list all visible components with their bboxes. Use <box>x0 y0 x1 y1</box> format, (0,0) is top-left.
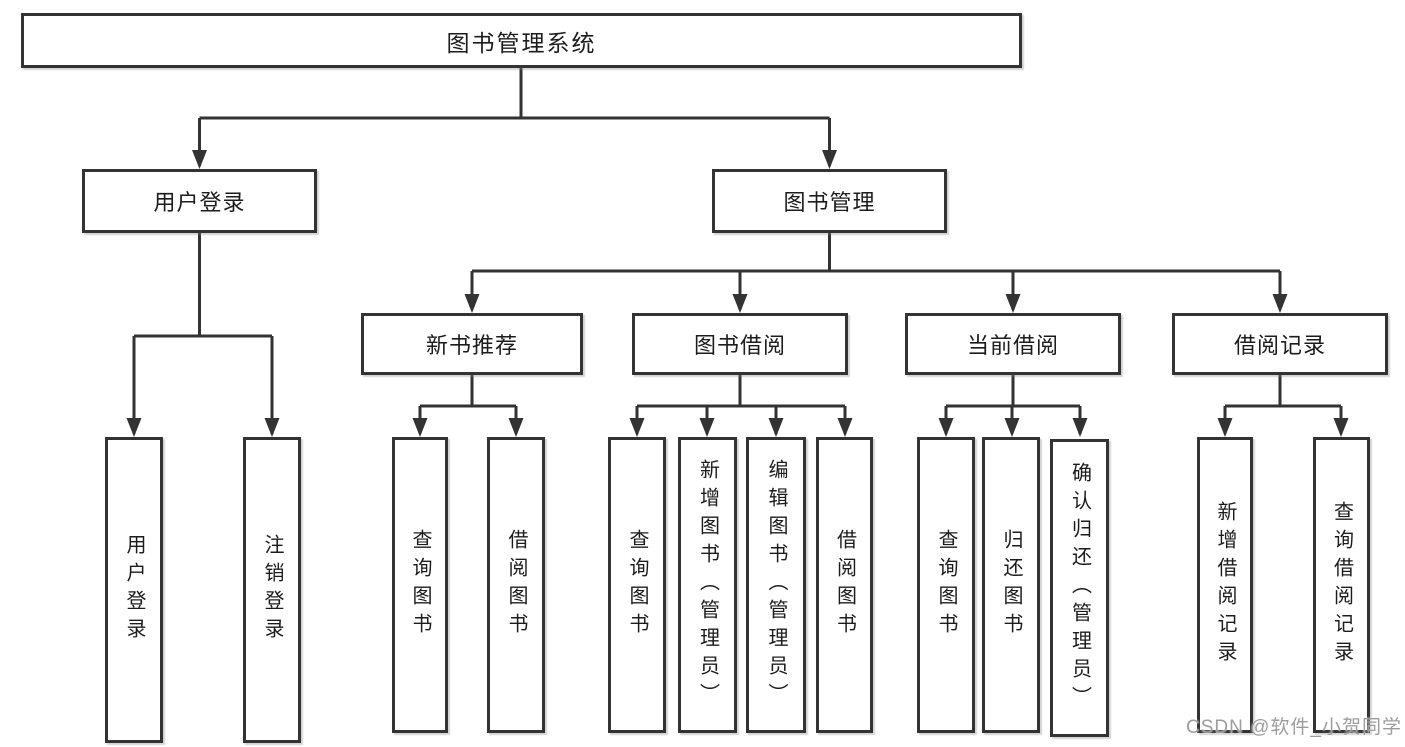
leaf-query-books-borrowing: 查询图书 <box>608 437 666 733</box>
leaf-query-borrow-record-label: 查询借阅记录 <box>1330 501 1353 669</box>
leaf-logout-login: 注销登录 <box>243 437 301 743</box>
leaf-user-login-label: 用户登录 <box>123 534 145 646</box>
node-user-login: 用户登录 <box>82 169 317 233</box>
node-new-book-recommendation-label: 新书推荐 <box>425 333 518 358</box>
node-borrowing-records-label: 借阅记录 <box>1233 333 1326 358</box>
leaf-query-books-recommend-label: 查询图书 <box>409 529 431 641</box>
leaf-borrow-books-recommend: 借阅图书 <box>487 437 545 733</box>
node-book-borrowing: 图书借阅 <box>632 313 848 375</box>
leaf-borrow-books-borrowing-label: 借阅图书 <box>833 529 856 641</box>
leaf-add-book-admin: 新增图书（管理员） <box>678 437 737 733</box>
leaf-add-borrow-record: 新增借阅记录 <box>1197 437 1253 733</box>
leaf-query-books-current: 查询图书 <box>917 437 975 733</box>
leaf-logout-login-label: 注销登录 <box>261 534 283 646</box>
leaf-query-borrow-record: 查询借阅记录 <box>1313 437 1370 733</box>
leaf-return-books: 归还图书 <box>982 437 1040 733</box>
leaf-borrow-books-borrowing: 借阅图书 <box>816 437 873 733</box>
watermark-text: CSDN @软件_小贺同学 <box>1186 717 1402 738</box>
leaf-query-books-current-label: 查询图书 <box>935 529 957 641</box>
node-book-borrowing-label: 图书借阅 <box>693 333 786 358</box>
leaf-confirm-return-admin-label: 确认归还（管理员） <box>1068 462 1091 714</box>
leaf-edit-book-admin: 编辑图书（管理员） <box>746 437 806 733</box>
node-new-book-recommendation: 新书推荐 <box>361 313 583 375</box>
leaf-return-books-label: 归还图书 <box>1000 529 1022 641</box>
node-book-management-label: 图书管理 <box>783 190 876 215</box>
node-current-borrowing-label: 当前借阅 <box>966 333 1059 358</box>
leaf-add-book-admin-label: 新增图书（管理员） <box>696 459 719 711</box>
leaf-user-login: 用户登录 <box>105 437 163 743</box>
leaf-edit-book-admin-label: 编辑图书（管理员） <box>765 459 787 711</box>
leaf-borrow-books-recommend-label: 借阅图书 <box>505 529 527 641</box>
node-library-system: 图书管理系统 <box>21 13 1022 68</box>
node-user-login-label: 用户登录 <box>153 190 246 215</box>
node-library-system-label: 图书管理系统 <box>446 29 597 56</box>
node-borrowing-records: 借阅记录 <box>1172 313 1388 375</box>
node-current-borrowing: 当前借阅 <box>905 313 1121 375</box>
leaf-query-books-recommend: 查询图书 <box>392 437 448 733</box>
leaf-add-borrow-record-label: 新增借阅记录 <box>1214 501 1236 669</box>
node-book-management: 图书管理 <box>712 169 947 233</box>
leaf-confirm-return-admin: 确认归还（管理员） <box>1050 439 1109 737</box>
leaf-query-books-borrowing-label: 查询图书 <box>626 529 648 641</box>
